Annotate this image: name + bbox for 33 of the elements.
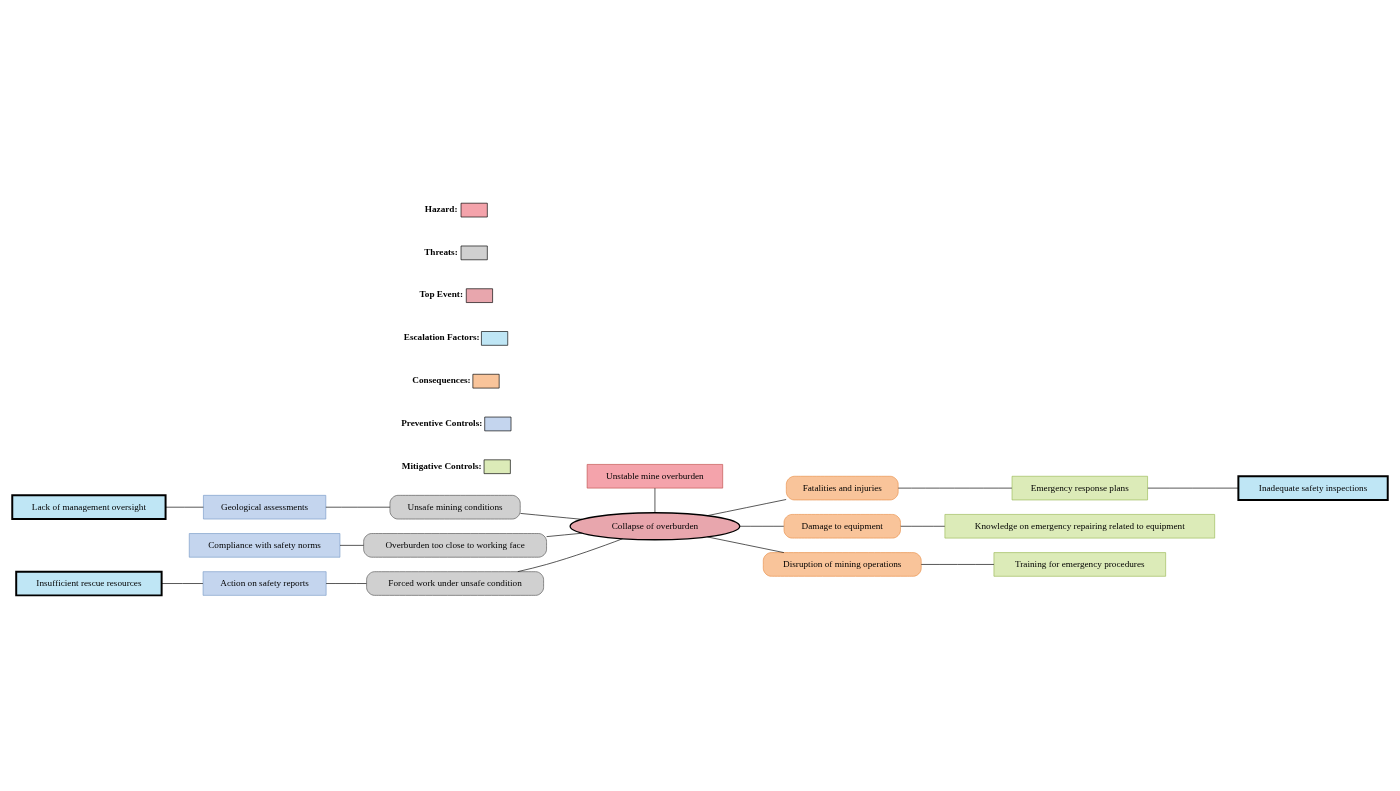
connector [1147, 487, 1239, 489]
node-box: Lack of management oversight [11, 494, 167, 521]
node-box: Damage to equipment [783, 514, 901, 539]
node-box: Action on safety reports [202, 571, 327, 596]
connector [707, 536, 785, 553]
node-box: Compliance with safety norms [188, 533, 341, 558]
legend-label: Consequences: [412, 374, 471, 385]
legend-label: Preventive Controls: [401, 417, 483, 428]
connector [161, 583, 204, 584]
node-box: Insufficient rescue resources [15, 570, 163, 597]
connector [546, 532, 583, 537]
connector [517, 538, 623, 572]
connector [707, 499, 787, 516]
node-box: Knowledge on emergency repairing related to equipment [944, 514, 1215, 539]
node-box: Unsafe mining conditions [389, 495, 521, 520]
node-box: Emergency response plans [1011, 475, 1148, 501]
node-box: Fatalities and injuries [786, 475, 899, 501]
node-box: Overburden too close to working face [363, 533, 547, 558]
node-box: Forced work under unsafe condition [366, 571, 544, 596]
connector [165, 506, 204, 508]
node-box: Geological assessments [203, 495, 327, 520]
legend-label: Mitigative Controls: [401, 460, 482, 471]
node-box: Training for emergency procedures [993, 552, 1166, 577]
node-box: Inadequate safety inspections [1237, 475, 1389, 501]
legend-label: Threats: [424, 246, 458, 257]
node-ellipse: Collapse of overburden [569, 512, 741, 541]
legend-label: Hazard: [424, 203, 458, 214]
node-box: Disruption of mining operations [762, 552, 922, 577]
node-box: Unstable mine overburden [586, 464, 724, 489]
legend-label: Top Event: [419, 289, 463, 300]
legend-label: Escalation Factors: [403, 332, 480, 343]
connector [654, 487, 656, 513]
connector [520, 513, 583, 520]
